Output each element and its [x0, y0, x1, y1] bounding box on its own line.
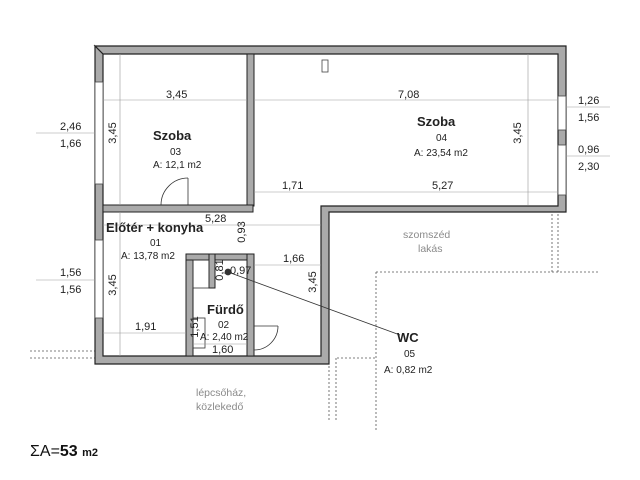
total-area-label: ΣA= [30, 443, 60, 460]
room-03-label: Szoba 03 A: 12,1 m2 [153, 128, 202, 171]
dim-room04-depth: 3,45 [512, 122, 524, 143]
dim-hall-depth: 3,45 [107, 274, 119, 295]
room-01-label: Előtér + konyha 01 A: 13,78 m2 [106, 220, 204, 262]
room-name: Szoba [153, 128, 192, 143]
dim-window-left2-bottom: 1,56 [60, 284, 81, 296]
room-area: A: 2,40 m2 [200, 332, 249, 343]
doors [160, 177, 279, 351]
dim-window-left-bottom: 1,66 [60, 138, 81, 150]
neighbor-apartment-line2: lakás [418, 243, 443, 255]
total-area-summary: ΣA=53 m2 [30, 443, 98, 461]
room-name: WC [397, 330, 419, 345]
dim-room04-lower-right: 5,27 [432, 180, 453, 192]
room-area: A: 23,54 m2 [414, 148, 468, 159]
dim-window-right-a-top: 1,26 [578, 95, 599, 107]
room-number: 05 [404, 349, 416, 360]
fixtures [192, 259, 401, 349]
dim-bath-width: 1,60 [212, 344, 233, 356]
dim-hall-bottom: 1,91 [135, 321, 156, 333]
dim-window-right-a-bottom: 1,56 [578, 112, 599, 124]
dim-window-left2-top: 1,56 [60, 267, 81, 279]
dim-room03-depth: 3,45 [107, 122, 119, 143]
total-area-unit: m2 [82, 447, 99, 459]
room-number: 03 [170, 147, 182, 158]
neighbor-apartment-line1: szomszéd [403, 229, 450, 241]
total-area-value: 53 [59, 443, 78, 460]
dim-hall-wall: 0,93 [236, 221, 248, 242]
room-number: 02 [218, 320, 230, 331]
dim-window-right-b-top: 0,96 [578, 144, 599, 156]
room-name: Fürdő [207, 302, 244, 317]
room-area: A: 0,82 m2 [384, 365, 433, 376]
dim-wc-depth: 0,81 [214, 259, 226, 280]
room-number: 01 [150, 238, 162, 249]
dim-room04-width: 7,08 [398, 89, 419, 101]
dim-corridor: 1,66 [283, 253, 304, 265]
dim-room04-lower-left: 1,71 [282, 180, 303, 192]
dimension-lines [36, 54, 610, 356]
room-04-label: Szoba 04 A: 23,54 m2 [414, 114, 468, 159]
room-area: A: 13,78 m2 [121, 251, 175, 262]
room-name: Előtér + konyha [106, 220, 204, 235]
room-area: A: 12,1 m2 [153, 160, 202, 171]
dim-window-left-top: 2,46 [60, 121, 81, 133]
dim-window-right-b-bottom: 2,30 [578, 161, 599, 173]
dim-room03-width: 3,45 [166, 89, 187, 101]
room-number: 04 [436, 133, 448, 144]
room-05-label: WC 05 A: 0,82 m2 [384, 330, 433, 376]
dim-bath-side: 1,51 [189, 316, 201, 337]
windows [94, 59, 567, 319]
neighbor-apartment-label: szomszéd lakás [403, 229, 450, 255]
room-02-label: Fürdő 02 A: 2,40 m2 [200, 302, 249, 343]
stairwell-line1: lépcsőház, [196, 387, 246, 399]
room-name: Szoba [417, 114, 456, 129]
dim-corridor-depth: 3,45 [307, 271, 319, 292]
dimension-labels: 3,45 3,45 7,08 3,45 1,71 5,27 5,28 0,93 … [60, 89, 599, 356]
neighbor-boundaries [30, 214, 600, 432]
dim-wc-width: 0,97 [230, 265, 251, 277]
stairwell-line2: közlekedő [196, 401, 243, 413]
stairwell-label: lépcsőház, közlekedő [196, 387, 246, 413]
dim-hall-width: 5,28 [205, 213, 226, 225]
